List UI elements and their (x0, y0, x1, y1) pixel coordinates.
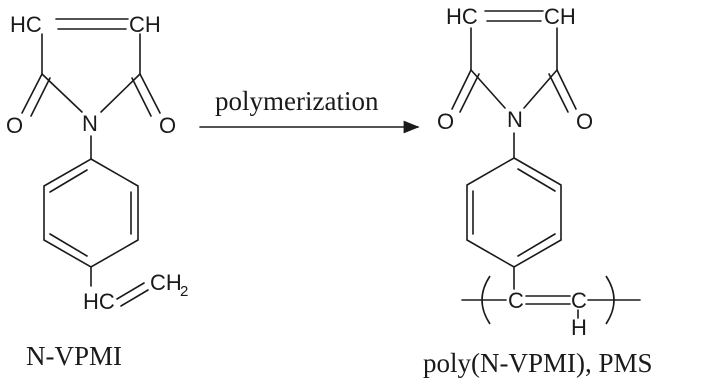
reaction-arrow-group: polymerization (199, 86, 420, 134)
polymer-atom-o-right: O (576, 109, 593, 134)
monomer-vinyl-double-1 (116, 282, 145, 300)
monomer-atom-hc-left: HC (10, 12, 42, 37)
monomer-atom-o-left: O (6, 113, 23, 138)
reaction-arrow-label: polymerization (215, 86, 379, 116)
monomer-atom-o-right: O (159, 113, 176, 138)
polymer-atom-c-left: C (508, 288, 524, 313)
monomer-benzene-ring (43, 158, 139, 268)
polymer-bond-left-to-n (470, 69, 506, 109)
polymer-structure: HC CH O O N C C H poly(N-VPMI), PMS (423, 4, 653, 378)
monomer-atom-ch-right: CH (129, 12, 161, 37)
monomer-atom-ch2-vinyl: CH (150, 270, 182, 295)
polymer-carbonyl-left-2 (459, 73, 480, 113)
monomer-atom-hc-vinyl: HC (83, 289, 115, 314)
polymer-atom-c-right: C (571, 288, 587, 313)
polymer-atom-h-bottom: H (571, 315, 587, 340)
polymer-repeat-paren-left (481, 275, 491, 325)
monomer-benzene-inner-3 (49, 233, 88, 257)
monomer-benzene-inner-2 (49, 169, 88, 193)
polymer-bond-right-to-n (523, 69, 558, 109)
monomer-atom-n: N (82, 111, 98, 136)
monomer-carbonyl-right-2 (131, 77, 152, 117)
polymer-atom-ch-right: CH (544, 4, 576, 29)
monomer-carbonyl-left-1 (21, 73, 43, 114)
polymer-atom-hc-left: HC (446, 4, 478, 29)
polymer-carbonyl-right-2 (548, 73, 569, 113)
monomer-atom-ch2-subscript: 2 (180, 283, 188, 300)
monomer-vinyl-double-2 (120, 289, 149, 307)
polymer-benzene-inner-3 (517, 233, 556, 257)
polymer-caption: poly(N-VPMI), PMS (423, 348, 653, 378)
polymer-atom-o-left: O (437, 109, 454, 134)
monomer-carbonyl-right-1 (139, 73, 161, 114)
polymer-atom-n: N (507, 107, 523, 132)
polymer-repeat-paren-right (605, 275, 615, 325)
monomer-bond-right-to-n (100, 73, 141, 113)
monomer-bond-left-to-n (41, 73, 83, 113)
monomer-carbonyl-left-2 (30, 77, 51, 117)
polymer-carbonyl-left-1 (451, 69, 472, 110)
polymer-carbonyl-right-1 (556, 69, 577, 110)
monomer-caption: N-VPMI (26, 341, 122, 371)
monomer-structure: HC CH O O N HC CH 2 N-VPMI (6, 12, 188, 371)
polymer-benzene-ring (466, 157, 562, 268)
polymer-benzene-inner-2 (517, 168, 556, 192)
